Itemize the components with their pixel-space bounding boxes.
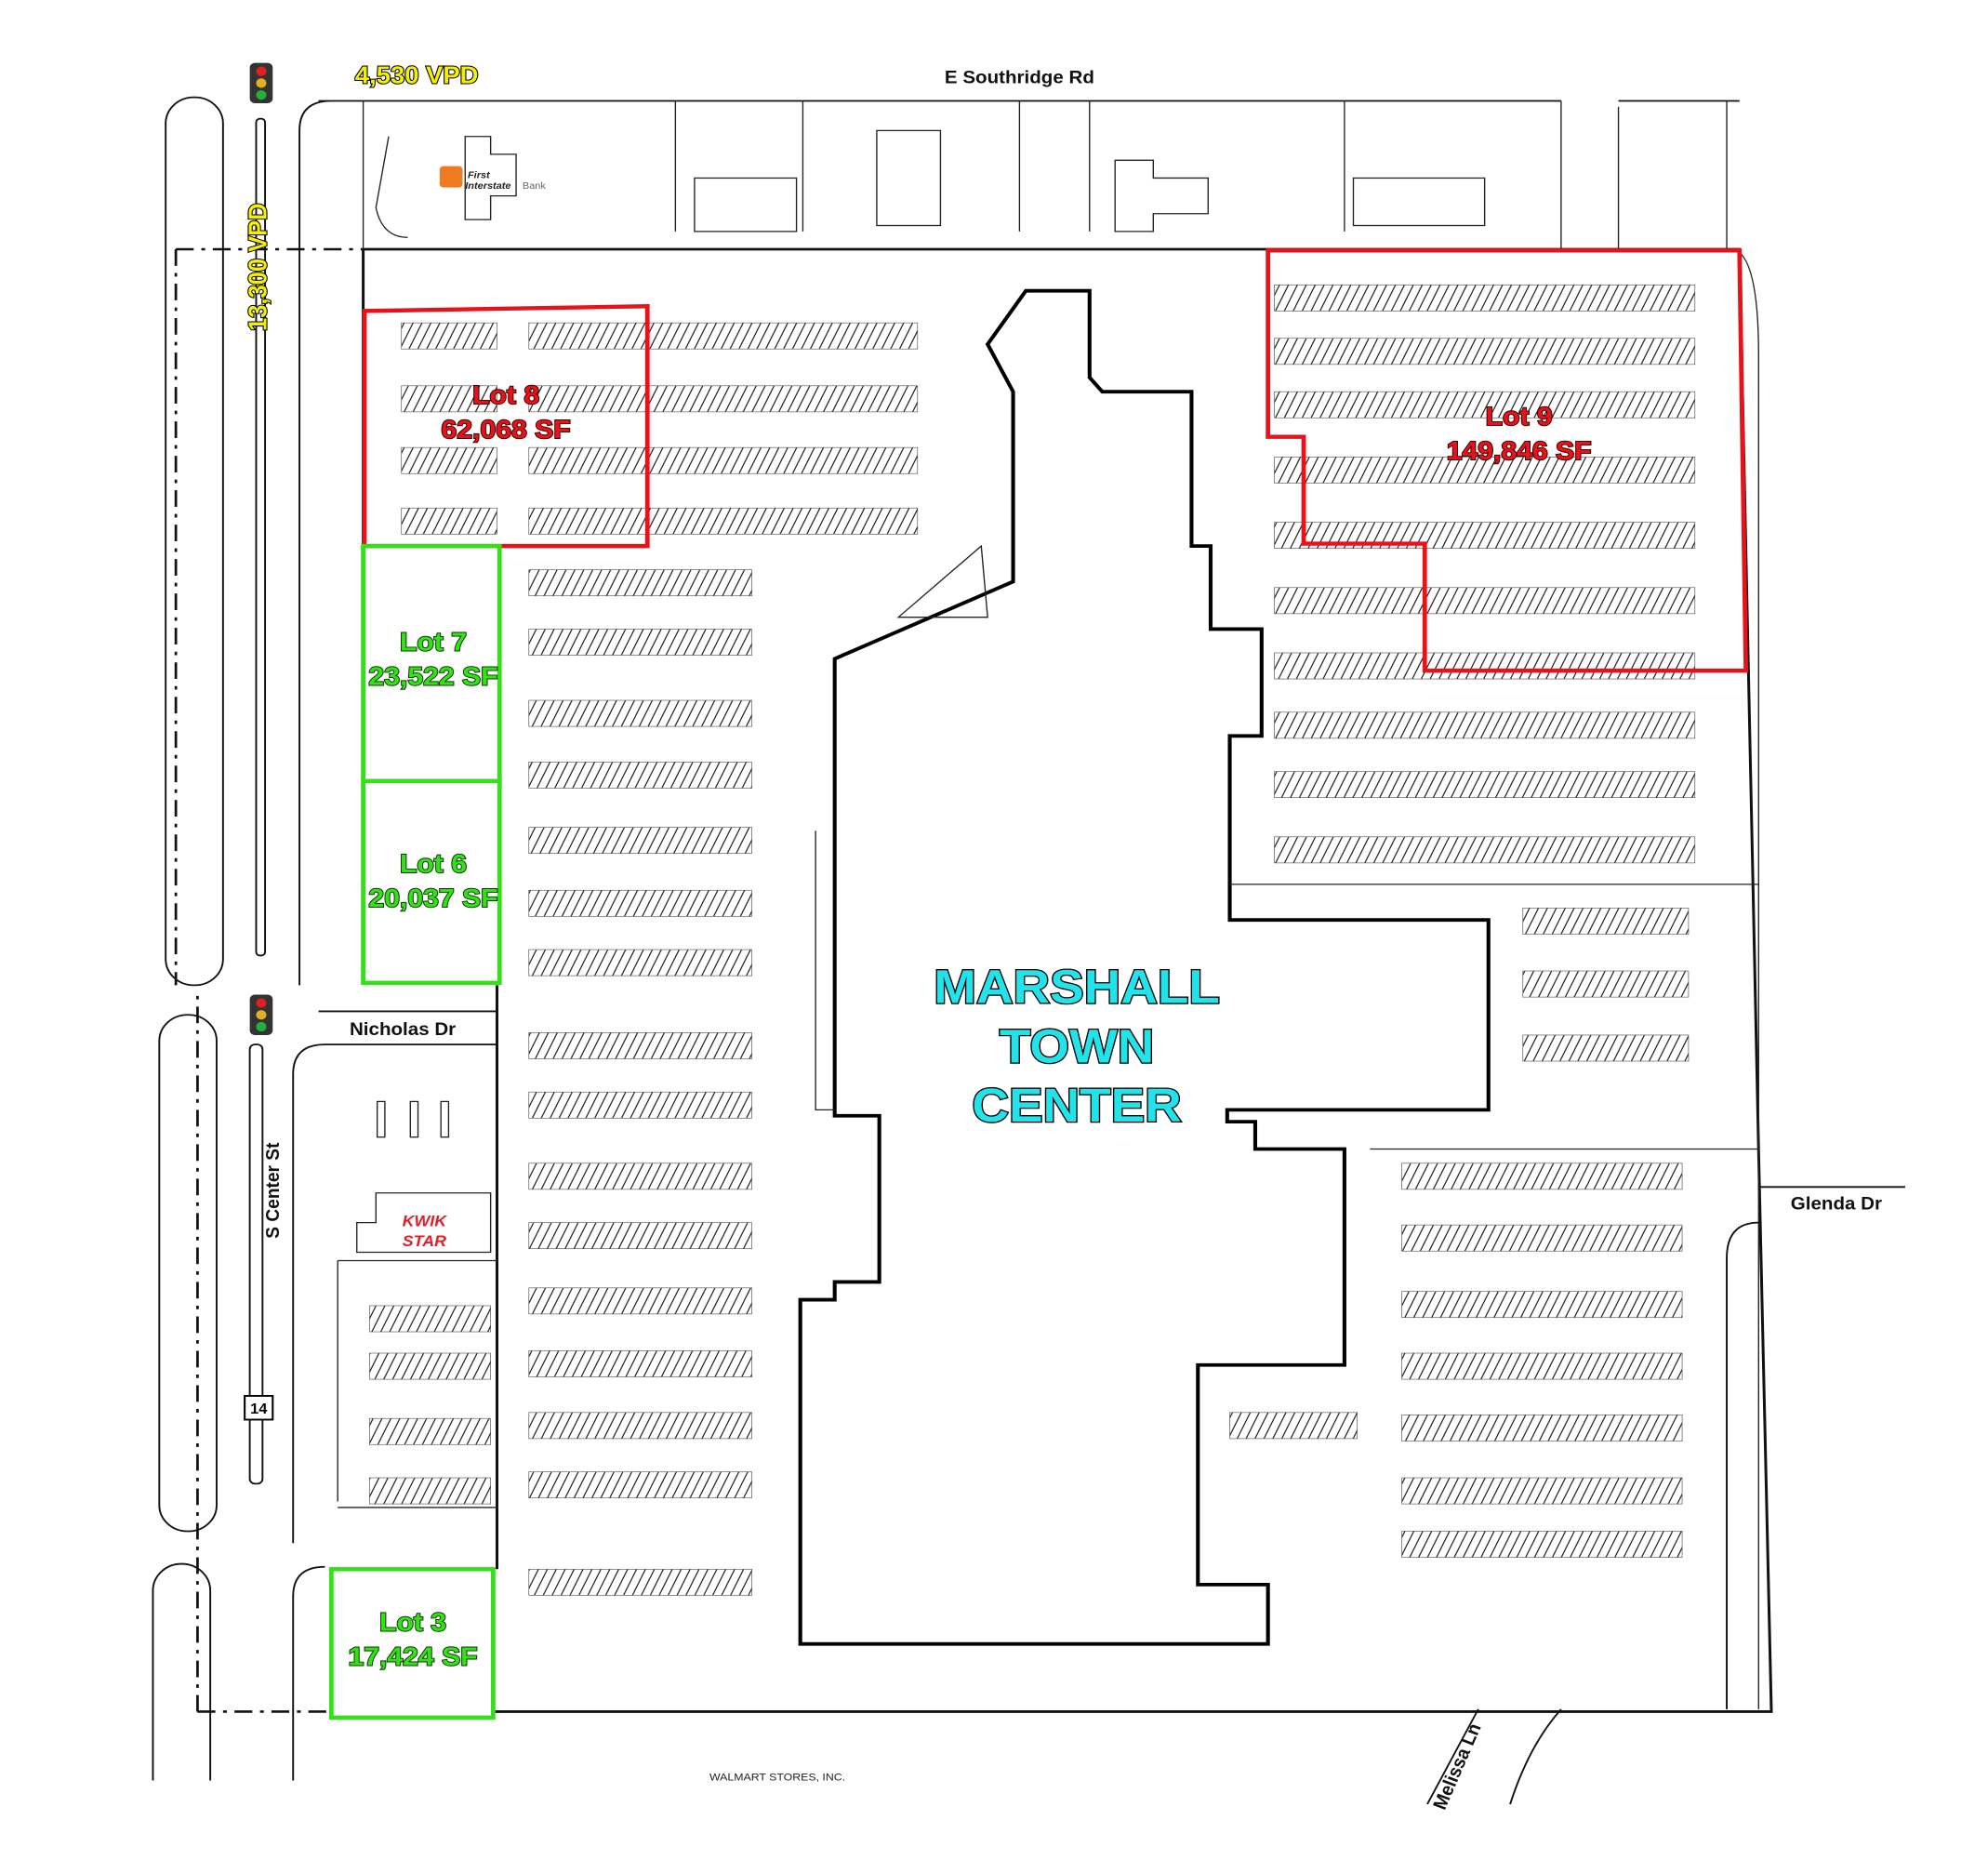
lot-6-boundary[interactable] <box>361 778 502 986</box>
parking-row <box>1401 1291 1683 1319</box>
parking-row <box>528 1162 752 1190</box>
parking-row <box>528 1287 752 1315</box>
lot-3-area: 17,424 SF <box>349 1643 478 1672</box>
parking-row <box>528 1222 752 1250</box>
parking-row <box>401 385 497 413</box>
parking-row <box>369 1352 491 1380</box>
west-road <box>152 96 1740 1781</box>
lot-9-name: Lot 9 <box>1486 403 1553 432</box>
bank-name-line1: First <box>468 170 490 181</box>
lot-8-name: Lot 8 <box>472 381 539 410</box>
kwik-star-store: KWIK STAR <box>337 1100 497 1508</box>
parking-row <box>528 569 752 597</box>
parking-row <box>1522 1034 1690 1062</box>
parking-row <box>528 889 752 917</box>
parking-row <box>1274 338 1696 365</box>
highway-14-shield-icon: 14 <box>244 1395 274 1421</box>
parking-row <box>1522 908 1690 935</box>
lot-6-area: 20,037 SF <box>368 884 497 913</box>
parking-row <box>401 446 497 474</box>
center-name-line3: CENTER <box>972 1080 1181 1133</box>
parking-row <box>528 507 919 535</box>
parking-row <box>528 1032 752 1059</box>
parking-row <box>1274 652 1696 680</box>
lot-9-area: 149,846 SF <box>1447 437 1592 466</box>
parking-row <box>1274 711 1696 739</box>
parking-row <box>528 762 752 789</box>
street-label-s-center-st: S Center St <box>263 1142 285 1239</box>
parking-row <box>1274 587 1696 615</box>
first-interstate-bank-logo: First Interstate Bank <box>439 166 547 192</box>
parking-row <box>528 322 919 350</box>
street-label-glenda-dr: Glenda Dr <box>1791 1194 1883 1214</box>
parking-row <box>528 1471 752 1499</box>
traffic-light-icon <box>249 62 273 104</box>
property-line <box>174 247 364 1713</box>
parking-row <box>528 1412 752 1440</box>
lot-8-boundary[interactable] <box>362 304 650 549</box>
lot-3-name: Lot 3 <box>379 1609 446 1638</box>
parking-row <box>1274 771 1696 799</box>
bank-name-line3: Bank <box>523 180 547 192</box>
parking-row <box>528 629 752 656</box>
lot-8-area: 62,068 SF <box>442 416 571 445</box>
lot-9-boundary[interactable] <box>1266 248 1749 673</box>
parking-row <box>1229 1412 1358 1440</box>
street-label-melissa-ln: Melissa Ln <box>1429 1720 1485 1813</box>
marshall-town-center-building <box>798 288 1491 1646</box>
parking-row <box>1522 970 1690 998</box>
parking-row <box>528 827 752 854</box>
lot-boundaries <box>328 248 1749 1720</box>
parking-row <box>401 507 497 535</box>
parking-row <box>1274 457 1696 484</box>
parking-row <box>528 1568 752 1596</box>
parking-row <box>401 322 497 350</box>
street-label-nicholas-dr: Nicholas Dr <box>350 1020 456 1040</box>
parking-row <box>528 385 919 413</box>
footer-credit: WALMART STORES, INC. <box>709 1771 845 1783</box>
parking-row <box>528 1350 752 1377</box>
parking-row <box>1274 284 1696 312</box>
street-label-e-southridge-rd: E Southridge Rd <box>945 68 1094 87</box>
lot-7-name: Lot 7 <box>400 628 467 657</box>
parking-row <box>1274 391 1696 418</box>
traffic-light-icon <box>249 994 273 1035</box>
parking-row <box>1401 1531 1683 1558</box>
parking-row <box>528 1091 752 1119</box>
parking-row <box>369 1305 491 1333</box>
parking-row <box>1401 1477 1683 1505</box>
kwik-star-line1: KWIK <box>403 1212 448 1229</box>
lot-6-name: Lot 6 <box>400 850 467 879</box>
lot-3-boundary[interactable] <box>328 1567 496 1720</box>
bank-name-line2: Interstate <box>465 180 510 192</box>
parking-row <box>369 1417 491 1445</box>
parking-rows <box>369 284 1696 1596</box>
highway-number: 14 <box>250 1402 267 1417</box>
center-name-line1: MARSHALL <box>934 961 1220 1014</box>
parking-row <box>528 446 919 474</box>
parking-row <box>1401 1415 1683 1442</box>
kwik-star-line2: STAR <box>403 1232 447 1250</box>
parking-row <box>1401 1162 1683 1190</box>
parking-row <box>1401 1352 1683 1380</box>
parking-row <box>369 1477 491 1505</box>
traffic-count-west: 13,300 VPD <box>244 203 272 331</box>
parking-row <box>1274 836 1696 864</box>
parking-row <box>1401 1224 1683 1252</box>
traffic-count-north: 4,530 VPD <box>355 61 478 88</box>
parking-row <box>528 949 752 976</box>
lot-7-area: 23,522 SF <box>368 662 497 691</box>
center-name-line2: TOWN <box>1000 1020 1154 1073</box>
parking-row <box>528 699 752 727</box>
